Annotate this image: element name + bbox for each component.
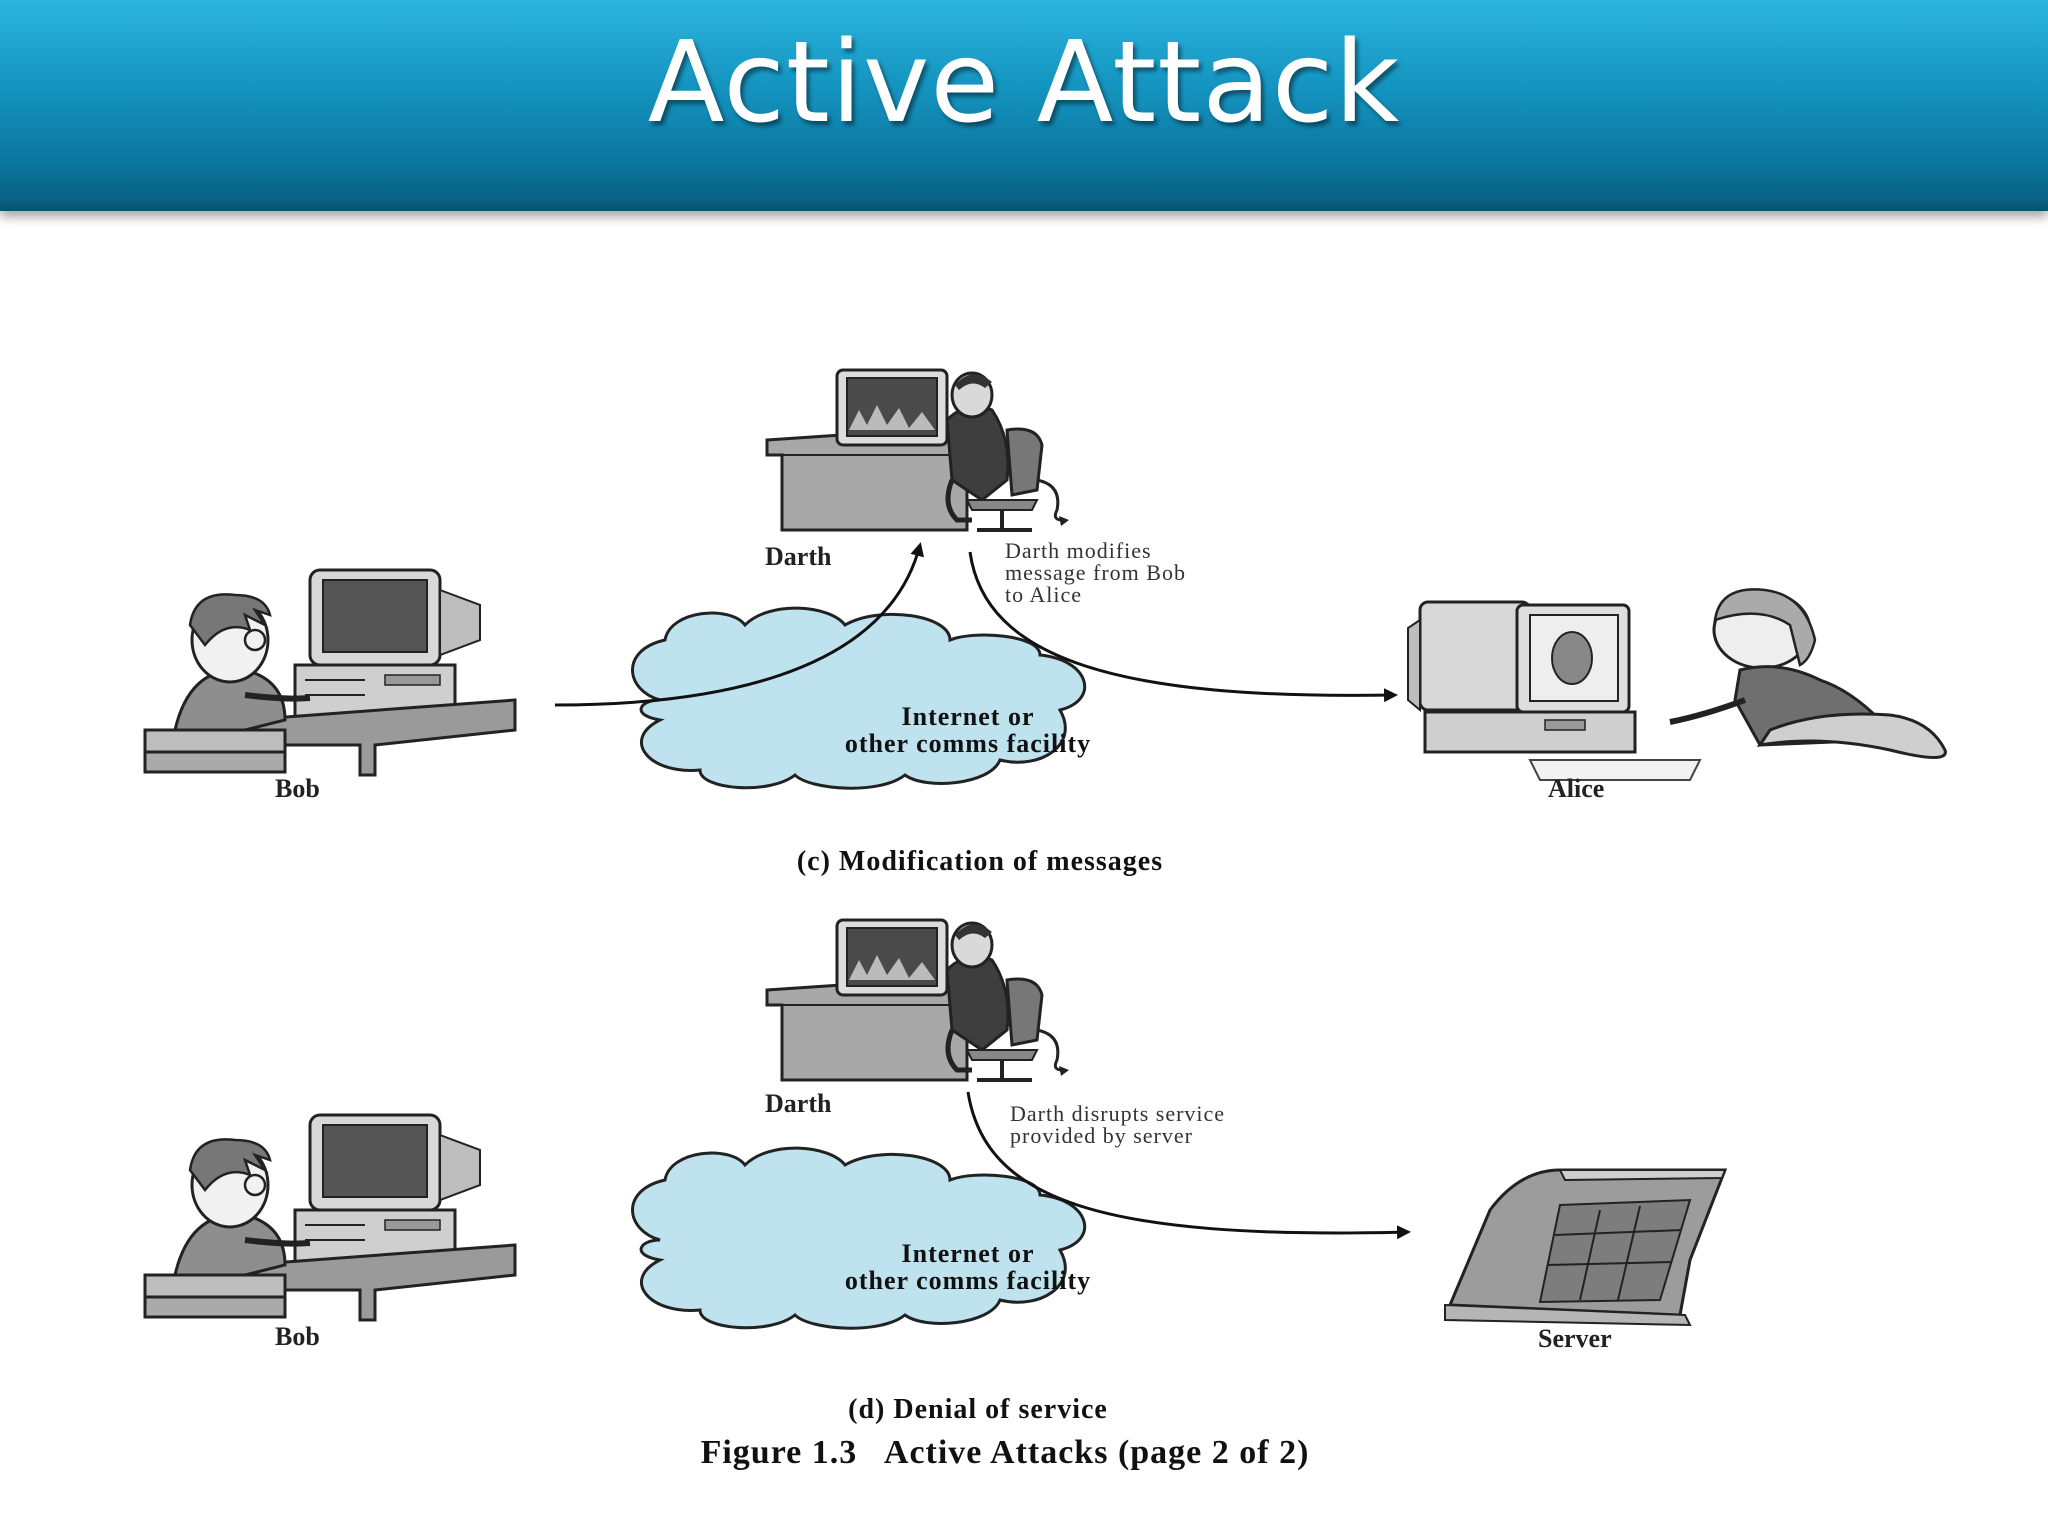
bob-label: Bob (275, 1322, 320, 1351)
cloud-label-line2: other comms facility (845, 1266, 1091, 1295)
darth-to-alice-arrow (968, 551, 1398, 703)
darth-label: Darth (765, 1089, 832, 1118)
annotation-line1: Darth modifies (1005, 538, 1152, 563)
cloud-label-line2: other comms facility (845, 729, 1091, 758)
panel-modification: Internet or other comms facility Darth D… (145, 370, 1947, 877)
cloud-label-line1: Internet or (901, 702, 1034, 731)
figure-caption: Figure 1.3 Active Attacks (page 2 of 2) (701, 1434, 1310, 1471)
network-cloud (631, 606, 1087, 790)
annotation-line3: to Alice (1005, 582, 1082, 607)
server-label: Server (1538, 1324, 1612, 1353)
panel-c-caption: (c) Modification of messages (797, 846, 1163, 877)
slide-header: Active Attack (0, 0, 2048, 211)
bob-figure-icon (145, 1115, 515, 1320)
darth-label: Darth (765, 542, 832, 571)
panel-denial-of-service: Internet or other comms facility Darth D… (145, 920, 1728, 1425)
panel-d-caption: (d) Denial of service (848, 1394, 1108, 1425)
bob-to-darth-arrow (554, 542, 925, 707)
darth-figure-icon (767, 370, 1069, 530)
annotation-line1: Darth disrupts service (1010, 1101, 1225, 1126)
network-cloud (631, 1146, 1087, 1330)
darth-figure-icon (767, 920, 1069, 1080)
bob-label: Bob (275, 774, 320, 803)
darth-to-server-arrow (966, 1091, 1411, 1240)
server-icon (1444, 1168, 1728, 1327)
slide-title: Active Attack (647, 18, 1401, 148)
annotation-line2: provided by server (1010, 1123, 1193, 1148)
alice-figure-icon (1407, 588, 1947, 781)
alice-label: Alice (1548, 774, 1604, 803)
annotation-line2: message from Bob (1005, 560, 1186, 585)
cloud-label-line1: Internet or (901, 1239, 1034, 1268)
bob-figure-icon (145, 570, 515, 775)
